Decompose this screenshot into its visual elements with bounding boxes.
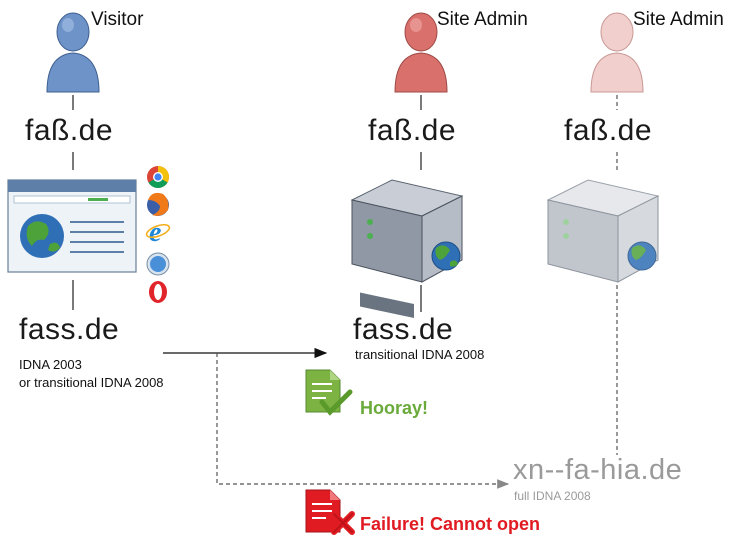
server-faded-icon (546, 179, 660, 283)
document-cross-icon (305, 489, 355, 535)
admin-transitional-registered-domain: faß.de (368, 114, 457, 147)
admin-transitional-label: Site Admin (437, 9, 528, 30)
visitor-label: Visitor (91, 9, 144, 30)
visitor-note-line1: IDNA 2003 (19, 357, 82, 372)
admin-transitional-server-note: transitional IDNA 2008 (355, 347, 485, 362)
server-icon (350, 179, 464, 318)
chrome-icon (147, 166, 169, 188)
admin-full-registered-domain: faß.de (564, 114, 653, 147)
admin-person-icon (394, 12, 448, 93)
failure-result-text: Failure! Cannot open (360, 514, 540, 534)
visitor-person-icon (46, 12, 100, 93)
visitor-resolved-domain: fass.de (19, 313, 120, 346)
admin-full-label: Site Admin (633, 9, 724, 30)
firefox-icon (147, 192, 169, 216)
globe-icon (431, 241, 461, 271)
document-check-icon (305, 369, 353, 416)
globe-icon (627, 241, 657, 271)
svg-text:e: e (149, 217, 161, 248)
ie-icon: e (145, 217, 171, 248)
admin-transitional-server-domain: fass.de (353, 313, 454, 346)
failure-arrow (216, 353, 510, 489)
safari-icon (146, 252, 170, 276)
admin-full-server-note: full IDNA 2008 (514, 489, 591, 503)
visitor-typed-domain: faß.de (25, 114, 114, 147)
admin-full-server-domain: xn--fa-hia.de (513, 454, 683, 486)
opera-icon (149, 281, 167, 303)
success-result-text: Hooray! (360, 398, 429, 418)
admin-faded-person-icon (590, 12, 644, 93)
visitor-note-line2: or transitional IDNA 2008 (19, 375, 164, 390)
